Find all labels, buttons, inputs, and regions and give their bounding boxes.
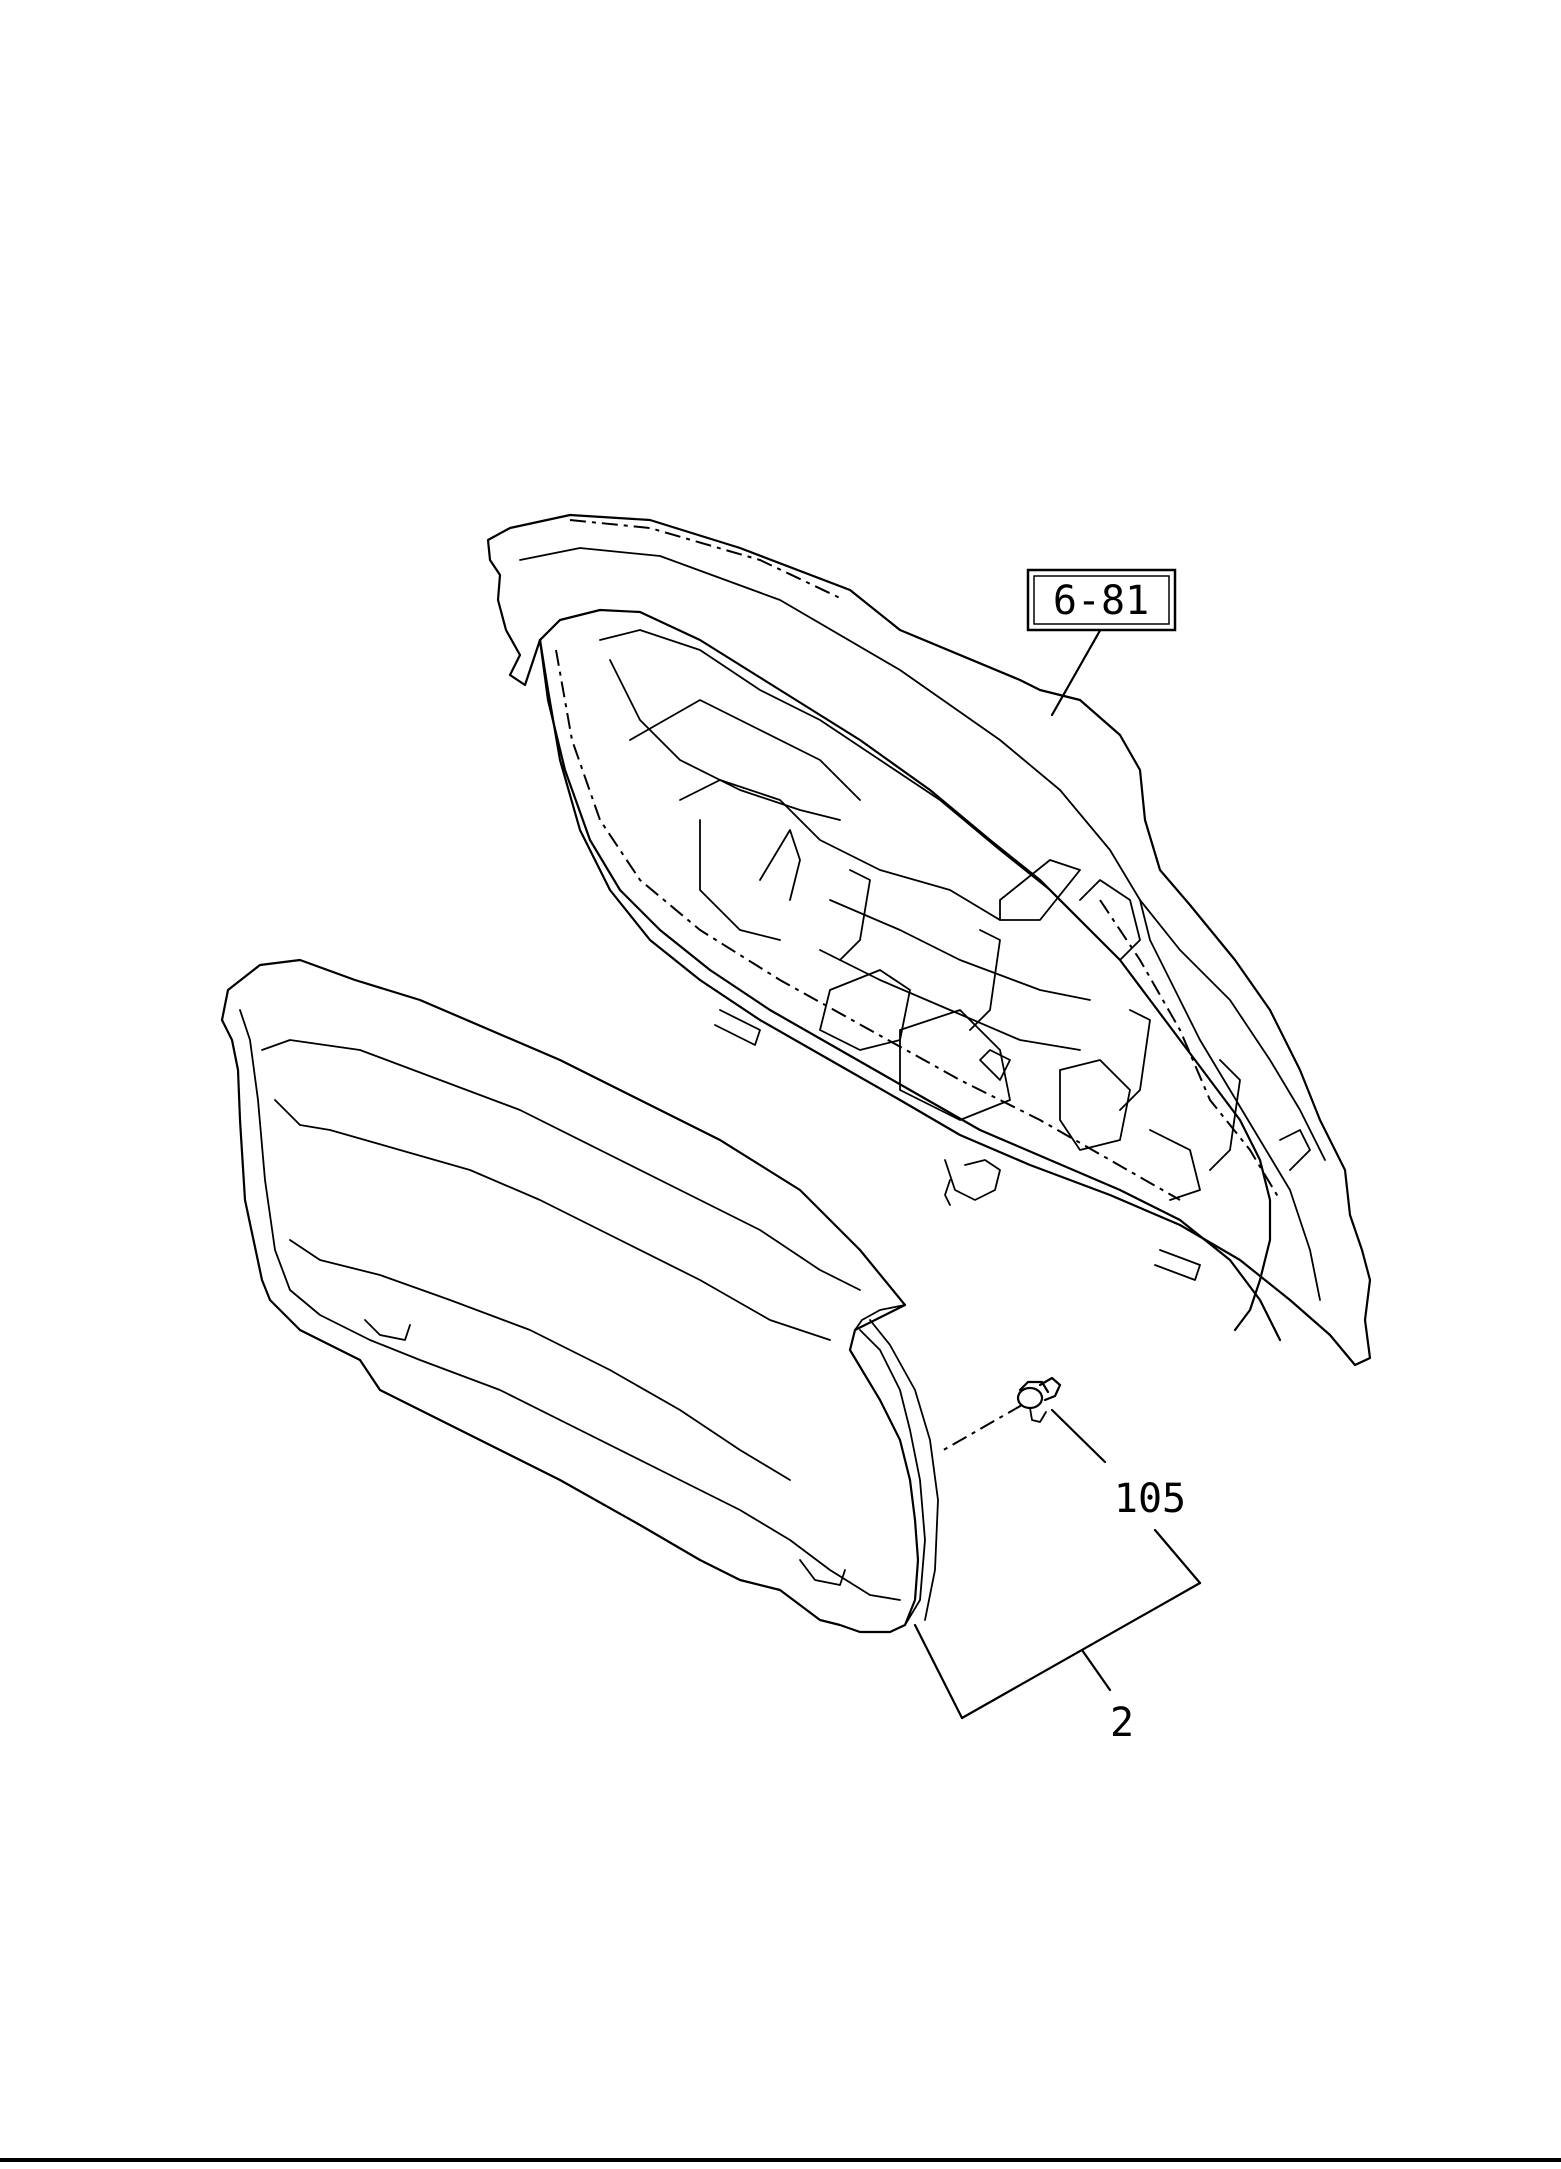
leader-lines <box>913 625 1202 1720</box>
callout-label-105[interactable]: 105 <box>1114 1476 1186 1522</box>
trunk-lid-trim-panel <box>220 958 939 1634</box>
callout-reference-6-81[interactable]: 6-81 <box>1026 568 1177 632</box>
callout-label-2[interactable]: 2 <box>1110 1700 1134 1746</box>
clip-part <box>1016 1376 1062 1423</box>
trunk-lid <box>486 513 1372 1367</box>
callout-reference-label: 6-81 <box>1053 578 1149 624</box>
